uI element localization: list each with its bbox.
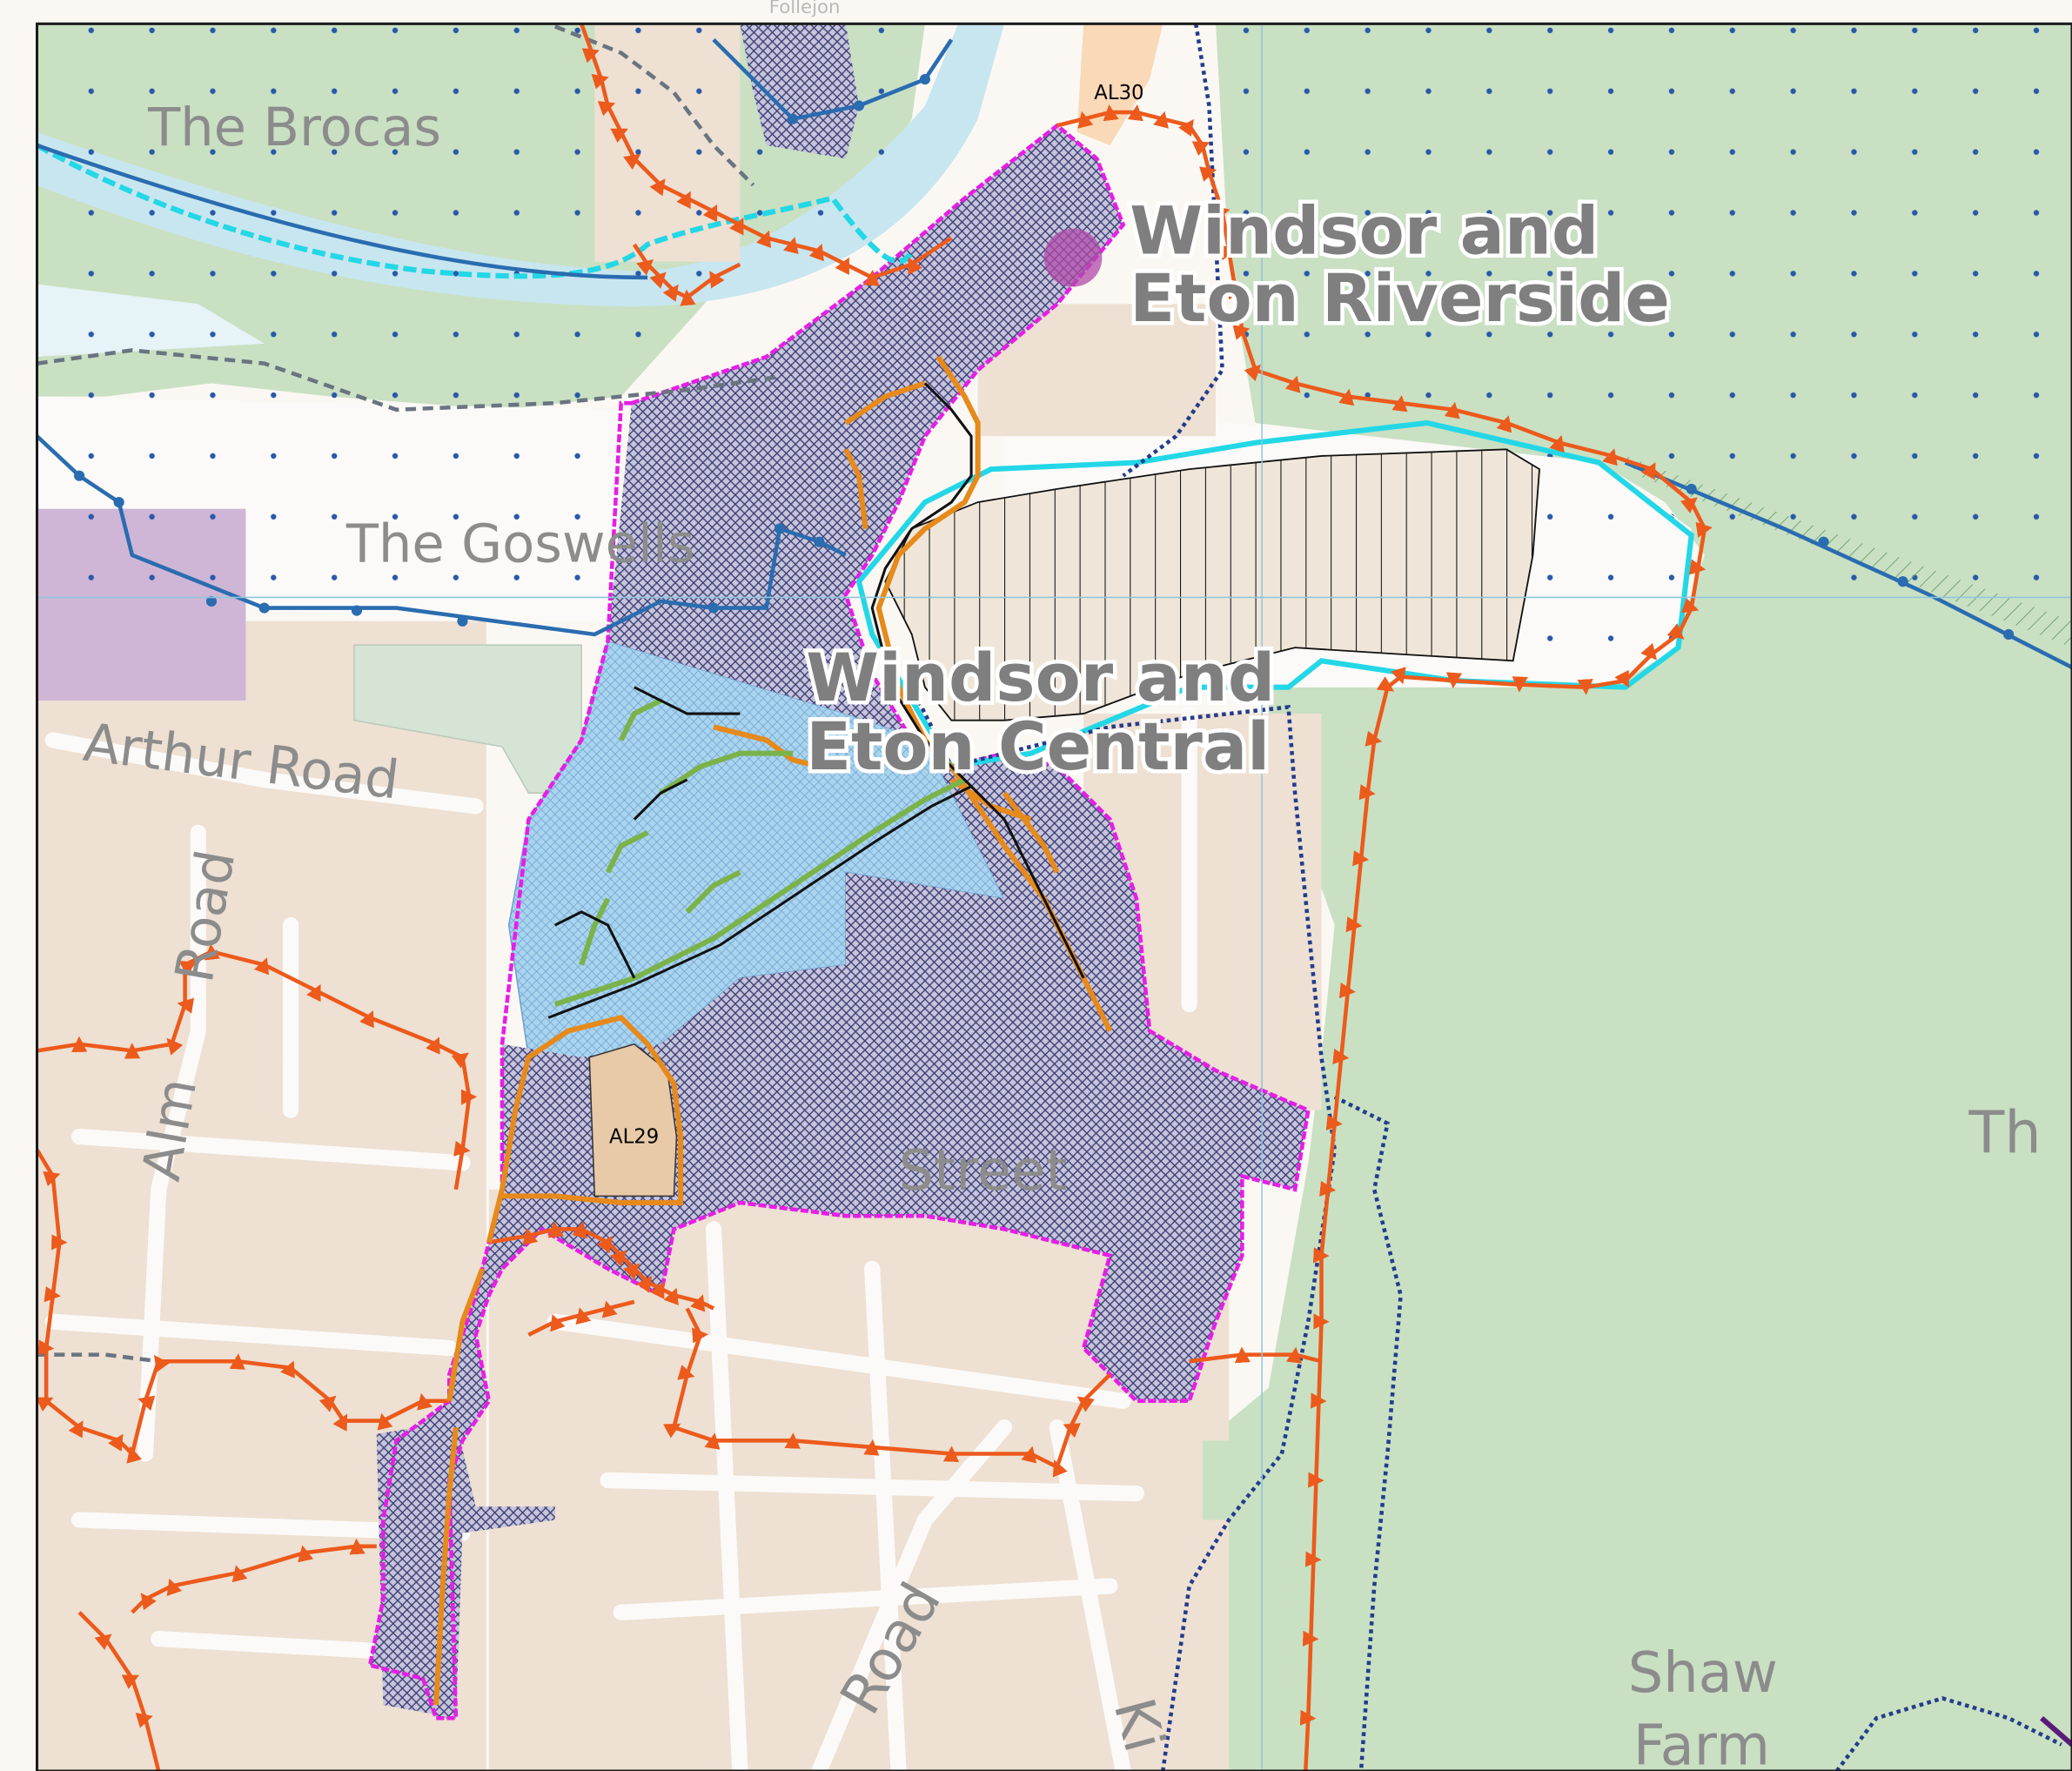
green-patch-bottom: [1202, 1440, 1266, 1520]
town-centre-lower-hatch: [376, 1420, 555, 1719]
label-follejon: Follejon: [769, 0, 841, 18]
label-shaw: Shaw: [1628, 1641, 1778, 1706]
label-central-line2: Eton Central: [806, 708, 1270, 785]
station-marker[interactable]: [1043, 228, 1103, 287]
label-al29: AL29: [609, 1126, 659, 1149]
grid-lines: [37, 23, 2072, 1771]
pale-green-block: [353, 644, 582, 794]
label-the-brocas: The Brocas: [147, 97, 441, 158]
label-farm: Farm: [1633, 1714, 1770, 1771]
site-al29[interactable]: [588, 1043, 678, 1197]
label-street: Street: [899, 1139, 1068, 1204]
rail-lines-black: [547, 382, 1085, 1019]
label-central-line1: Windsor and: [806, 640, 1275, 716]
purple-boundary-bottom-right: [2040, 1715, 2072, 1747]
hatched-bank: [1625, 455, 2072, 648]
label-the-goswells: The Goswells: [345, 513, 695, 574]
conservation-area-boundaries: [35, 23, 1713, 1771]
label-th: Th: [1968, 1098, 2042, 1166]
label-riverside-line2: Eton Riverside: [1130, 260, 1670, 337]
map-frame-border: [35, 22, 2072, 1771]
rail-lines-green: [553, 698, 966, 1008]
label-al30: AL30: [1094, 82, 1143, 104]
label-riverside-line1: Windsor and: [1130, 193, 1599, 270]
